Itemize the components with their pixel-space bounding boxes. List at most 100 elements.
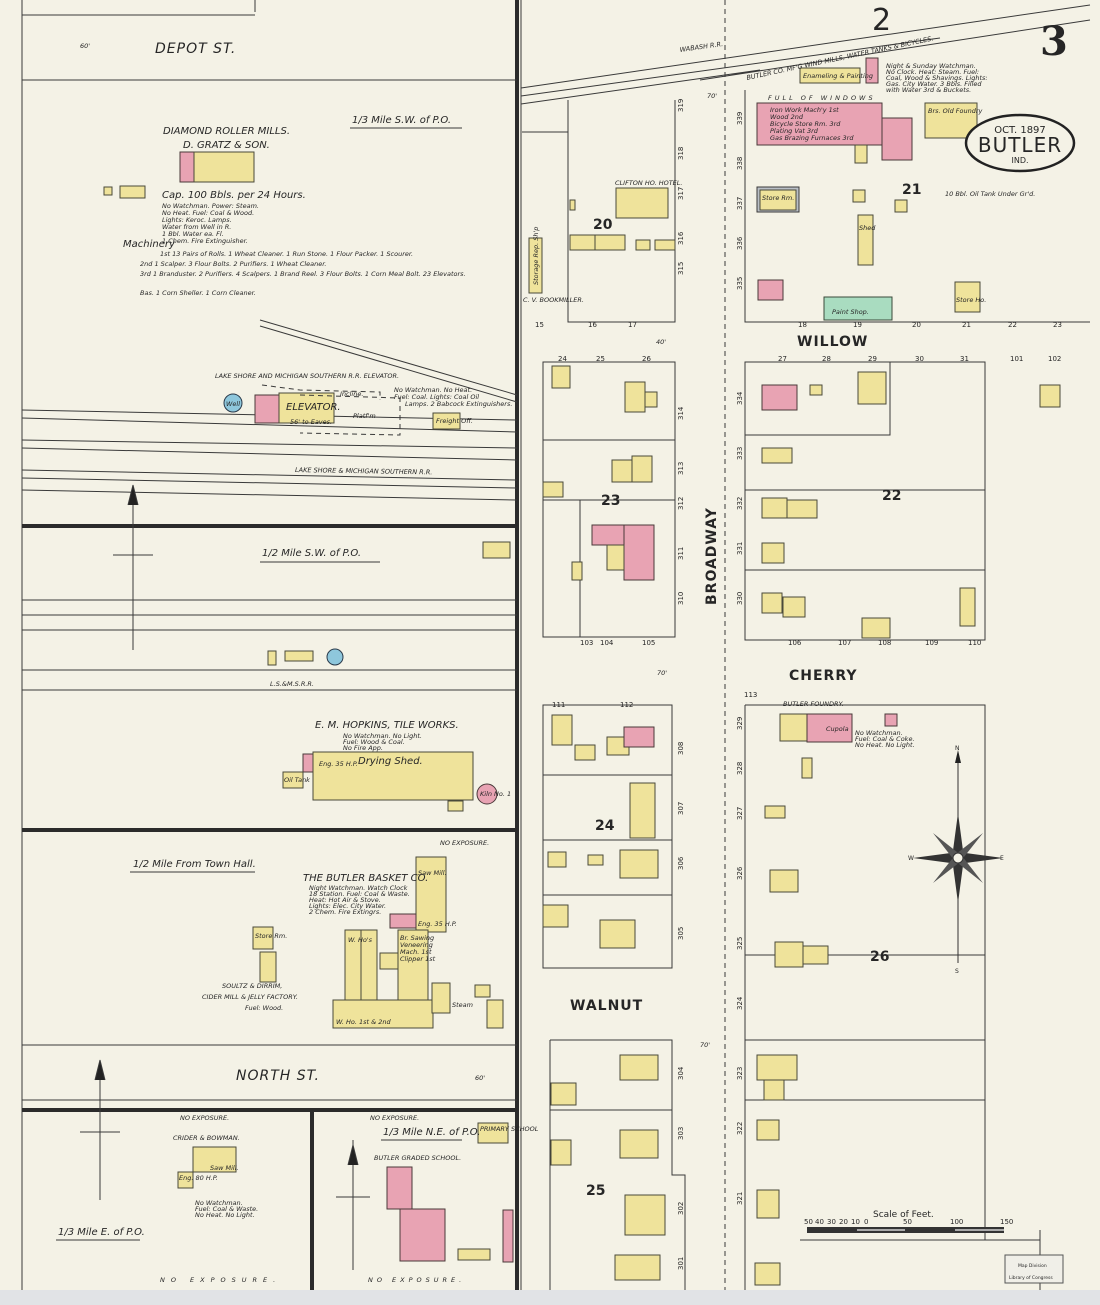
house-number: 330 [736, 592, 744, 605]
house-number: 308 [677, 742, 685, 755]
scale-tick: 20 [839, 1218, 848, 1226]
scale-tick: 30 [827, 1218, 836, 1226]
block-20: 20 [593, 217, 613, 233]
distance-sw-third: 1/3 Mile S.W. of P.O. [352, 115, 451, 126]
svg-text:1st 13 Pairs of Rolls. 1 Wheat: 1st 13 Pairs of Rolls. 1 Wheat Cleaner. … [160, 250, 413, 258]
lot-number: 27 [778, 355, 787, 363]
svg-text:No Heat. No Light.: No Heat. No Light. [195, 1211, 255, 1219]
svg-text:Drying Shed.: Drying Shed. [358, 756, 423, 767]
block-24: 24 [595, 818, 615, 834]
svg-text:with Water 3rd & Buckets.: with Water 3rd & Buckets. [886, 86, 971, 94]
house-number: 307 [677, 802, 685, 815]
mill-owner: D. GRATZ & SON. [183, 140, 270, 151]
scale-tick: 50 [804, 1218, 813, 1226]
block-numbers: 20 21 22 23 24 25 26 [586, 182, 921, 1199]
house-number: 303 [677, 1127, 685, 1140]
svg-text:No Heat. No Light.: No Heat. No Light. [855, 741, 915, 749]
scale-tick: 40 [815, 1218, 824, 1226]
house-number: 329 [736, 717, 744, 730]
title-cartouche: OCT. 1897 BUTLER IND. [964, 113, 1076, 173]
house-number: 305 [677, 927, 685, 940]
lot-number: 111 [552, 701, 565, 709]
scale-tick: 0 [864, 1218, 868, 1226]
lot-number: 16 [588, 321, 597, 329]
block-23: 23 [601, 493, 620, 509]
svg-text:S: S [955, 968, 959, 975]
svg-text:Wood 2nd: Wood 2nd [770, 113, 804, 121]
block-25: 25 [586, 1183, 605, 1199]
svg-text:Cupola: Cupola [826, 725, 849, 733]
house-number: 325 [736, 937, 744, 950]
svg-text:CIDER MILL & JELLY FACTORY.: CIDER MILL & JELLY FACTORY. [202, 993, 298, 1001]
svg-text:Well: Well [226, 400, 240, 408]
svg-text:No Clock. Heat: Steam. Fuel:: No Clock. Heat: Steam. Fuel: [886, 68, 979, 76]
house-number: 314 [677, 406, 685, 420]
house-number: 331 [736, 542, 744, 555]
lot-number: 26 [642, 355, 651, 363]
street-broadway: BROADWAY [704, 507, 720, 605]
street-width: 60' [80, 42, 90, 50]
svg-text:2 Chem. Fire Extingrs.: 2 Chem. Fire Extingrs. [309, 908, 381, 916]
svg-text:Gas. City Water. 3 Bbls. Fille: Gas. City Water. 3 Bbls. Filled [886, 80, 982, 88]
street-depot: DEPOT ST. [155, 41, 236, 57]
svg-text:Fuel: Coal. Lights: Coal Oil: Fuel: Coal. Lights: Coal Oil [394, 393, 479, 401]
house-number: 317 [677, 187, 685, 200]
svg-text:Map Division: Map Division [1018, 1263, 1047, 1269]
svg-text:18 Station. Fuel: Coal & Waste: 18 Station. Fuel: Coal & Waste. [309, 890, 410, 898]
svg-text:2nd 1 Scalper. 3 Flour Bolts.: 2nd 1 Scalper. 3 Flour Bolts. 2 Purifier… [140, 260, 326, 268]
house-number: 315 [677, 262, 685, 275]
house-number: 310 [677, 592, 685, 605]
street-width: 70' [657, 669, 667, 677]
compass-rose-icon: N S E W [908, 745, 1004, 975]
lot-number: 19 [853, 321, 862, 329]
svg-text:Brs. Old Foundry: Brs. Old Foundry [928, 107, 983, 115]
svg-text:10 Bbl. Oil Tank Under Gr'd.: 10 Bbl. Oil Tank Under Gr'd. [945, 190, 1035, 198]
bookmiller-label: C. V. BOOKMILLER. [523, 296, 584, 304]
house-number: 332 [736, 497, 744, 510]
lot-number: 107 [838, 639, 851, 647]
svg-text:Machinery: Machinery [123, 239, 176, 250]
svg-text:CRIDER & BOWMAN.: CRIDER & BOWMAN. [173, 1134, 240, 1142]
lot-number: 101 [1010, 355, 1023, 363]
distance-ne-third: 1/3 Mile N.E. of P.O. [383, 1127, 480, 1138]
no-exposure-label: NO EXPOSURE. [370, 1114, 419, 1122]
svg-text:Eng. 35 H.P.: Eng. 35 H.P. [319, 760, 358, 768]
house-number: 311 [677, 547, 685, 560]
butler-graded-school: BUTLER GRADED SCHOOL. PRIMARY SCHOOL [374, 1125, 539, 1162]
svg-text:ELEVATOR.: ELEVATOR. [286, 402, 341, 413]
railroad-tracks [21, 4, 1091, 691]
street-walnut: WALNUT [570, 998, 643, 1014]
lot-number: 18 [798, 321, 807, 329]
svg-text:No Watchman.: No Watchman. [855, 729, 903, 737]
house-number: 316 [677, 231, 685, 245]
house-number: 326 [736, 866, 744, 880]
buildings [103, 57, 1061, 1286]
svg-text:Paint Shop.: Paint Shop. [832, 308, 869, 316]
lot-number: 20 [912, 321, 921, 329]
no-exposure-label: NO EXPOSURE. [180, 1114, 229, 1122]
svg-text:E: E [1000, 855, 1004, 862]
svg-text:Scale of Feet.: Scale of Feet. [873, 1210, 934, 1220]
lot-number: 24 [558, 355, 567, 363]
lsms-short-label: L.S.&M.S.R.R. [270, 680, 314, 688]
svg-text:Eng. 80 H.P.: Eng. 80 H.P. [179, 1174, 218, 1182]
svg-text:Water from Well in R.: Water from Well in R. [162, 223, 231, 231]
svg-text:Fuel: Coal & Coke.: Fuel: Coal & Coke. [855, 735, 915, 743]
diamond-roller-mills: DIAMOND ROLLER MILLS. D. GRATZ & SON. Ca… [123, 126, 466, 297]
butler-basket-co: THE BUTLER BASKET CO. Night Watchman. Wa… [303, 869, 473, 1026]
distance-town-hall: 1/2 Mile From Town Hall. [133, 859, 256, 870]
street-width: 70' [700, 1041, 710, 1049]
lot-number: 106 [788, 639, 802, 647]
lot-number: 25 [596, 355, 605, 363]
svg-text:BUTLER GRADED SCHOOL.: BUTLER GRADED SCHOOL. [374, 1154, 461, 1162]
svg-text:Freight Off.: Freight Off. [436, 417, 473, 425]
lot-number: 31 [960, 355, 969, 363]
svg-text:No Watchman. Power: Steam.: No Watchman. Power: Steam. [162, 202, 259, 210]
no-exposure-label: NO EXPOSURE. [368, 1276, 465, 1284]
svg-text:Platf'm: Platf'm [353, 412, 376, 420]
svg-text:Lights: Elec. City Water.: Lights: Elec. City Water. [309, 902, 386, 910]
house-number: 318 [677, 147, 685, 160]
svg-text:Saw Mill.: Saw Mill. [418, 869, 447, 877]
